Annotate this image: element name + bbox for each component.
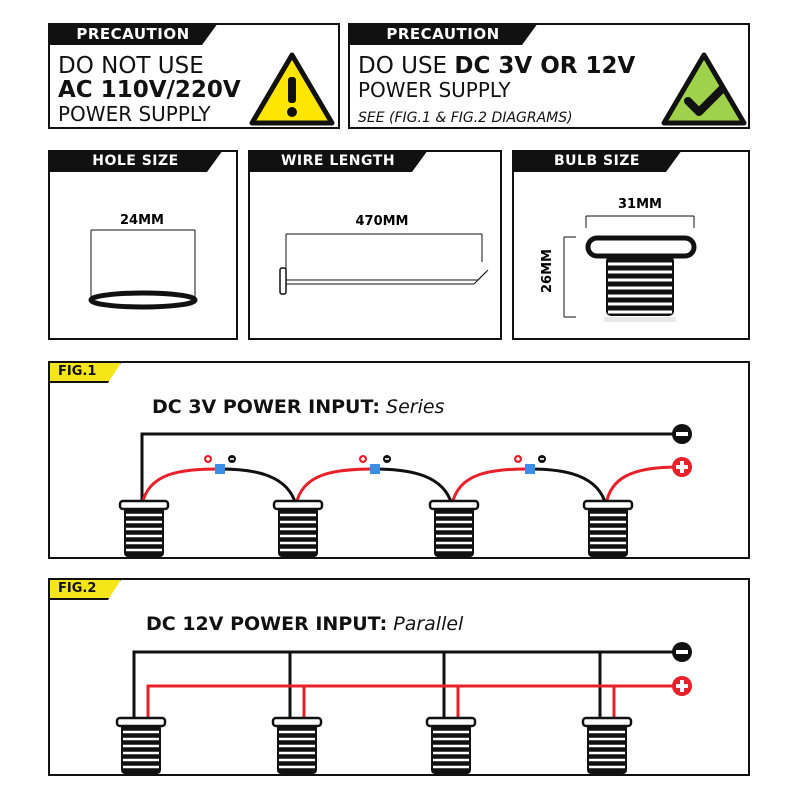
precaution-dc-panel: PRECAUTION DO USE DC 3V OR 12V POWER SUP… <box>348 23 750 129</box>
precaution-line1-bold: DC 3V OR 12V <box>454 53 636 79</box>
fig1-title-text: DC 3V POWER INPUT: <box>152 396 380 418</box>
bulb-diagram: 31MM 26MM <box>540 197 697 322</box>
bulb-size-tab: BULB SIZE <box>512 150 682 172</box>
precaution-line1: DO USE DC 3V OR 12V <box>358 53 635 79</box>
precaution-line1-prefix: DO USE <box>358 53 455 79</box>
check-icon <box>661 52 747 126</box>
fig1-mode: Series <box>386 396 445 418</box>
fig1-positive-terminal-icon <box>672 457 692 477</box>
fig2-title: DC 12V POWER INPUT: Parallel <box>146 613 463 635</box>
hole-size-panel: HOLE SIZE 24MM <box>48 150 238 340</box>
precaution-line2: AC 110V/220V <box>58 77 241 103</box>
hole-dim-label: 24MM <box>120 213 164 228</box>
fig2-panel: FIG.2 DC 12V POWER INPUT: Parallel <box>48 578 750 776</box>
wire-length-panel: WIRE LENGTH 470MM <box>248 150 502 340</box>
hole-size-tab: HOLE SIZE <box>48 150 223 172</box>
fig1-series-diagram <box>116 424 692 557</box>
fig2-negative-terminal-icon <box>672 642 692 662</box>
precaution-line1: DO NOT USE <box>58 53 204 79</box>
fig2-title-text: DC 12V POWER INPUT: <box>146 613 388 635</box>
wire-diagram: 470MM <box>279 214 489 295</box>
fig1-negative-terminal-icon <box>672 424 692 444</box>
precaution-line3: SEE (FIG.1 & FIG.2 DIAGRAMS) <box>358 110 573 126</box>
bulb-size-panel: BULB SIZE 31MM 26MM <box>512 150 750 340</box>
wire-length-tab: WIRE LENGTH <box>248 150 428 172</box>
bulb-width-label: 31MM <box>618 197 662 212</box>
precaution-line2: POWER SUPPLY <box>358 78 511 102</box>
precaution-tab: PRECAUTION <box>48 23 218 45</box>
bulb-icon <box>585 235 697 322</box>
precaution-ac-panel: PRECAUTION DO NOT USE AC 110V/220V POWER… <box>48 23 340 129</box>
fig1-panel: FIG.1 DC 3V POWER INPUT: Series <box>48 361 750 559</box>
hole-diagram: 24MM <box>88 213 198 310</box>
bulb-height-label: 26MM <box>540 249 555 293</box>
fig2-positive-terminal-icon <box>672 676 692 696</box>
fig2-parallel-diagram <box>113 642 692 774</box>
wire-dim-label: 470MM <box>355 214 408 229</box>
precaution-tab: PRECAUTION <box>348 23 538 45</box>
warning-icon <box>249 52 335 126</box>
fig2-mode: Parallel <box>393 613 464 635</box>
fig1-title: DC 3V POWER INPUT: Series <box>152 396 444 418</box>
precaution-line3: POWER SUPPLY <box>58 102 211 126</box>
